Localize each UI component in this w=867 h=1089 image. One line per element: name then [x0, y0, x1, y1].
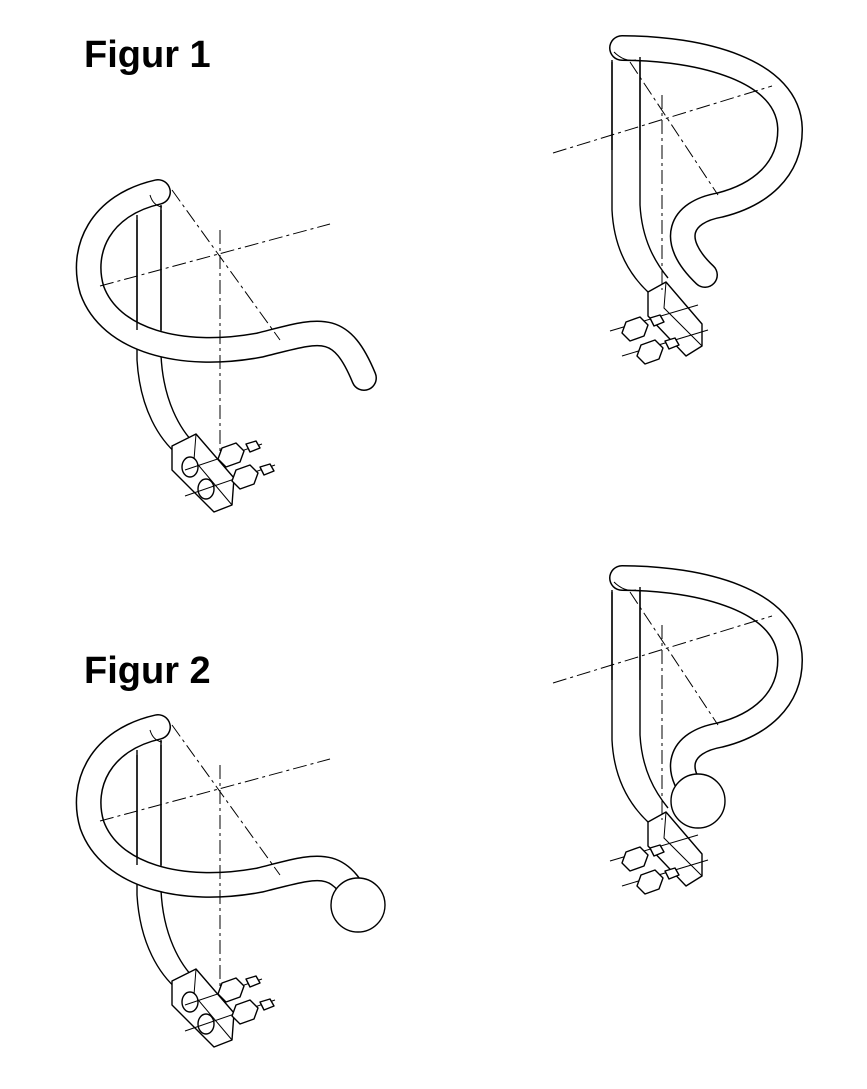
ball-end [670, 773, 726, 829]
figure-1-left-armrest [89, 190, 364, 512]
figure-2-label: Figur 2 [84, 650, 211, 692]
figure-2-left-armrest [89, 725, 386, 1047]
figure-2-right-armrest [553, 578, 790, 894]
ball-end [330, 877, 386, 933]
figure-1-right-armrest [553, 48, 790, 364]
figure-1-label: Figur 1 [84, 34, 211, 76]
